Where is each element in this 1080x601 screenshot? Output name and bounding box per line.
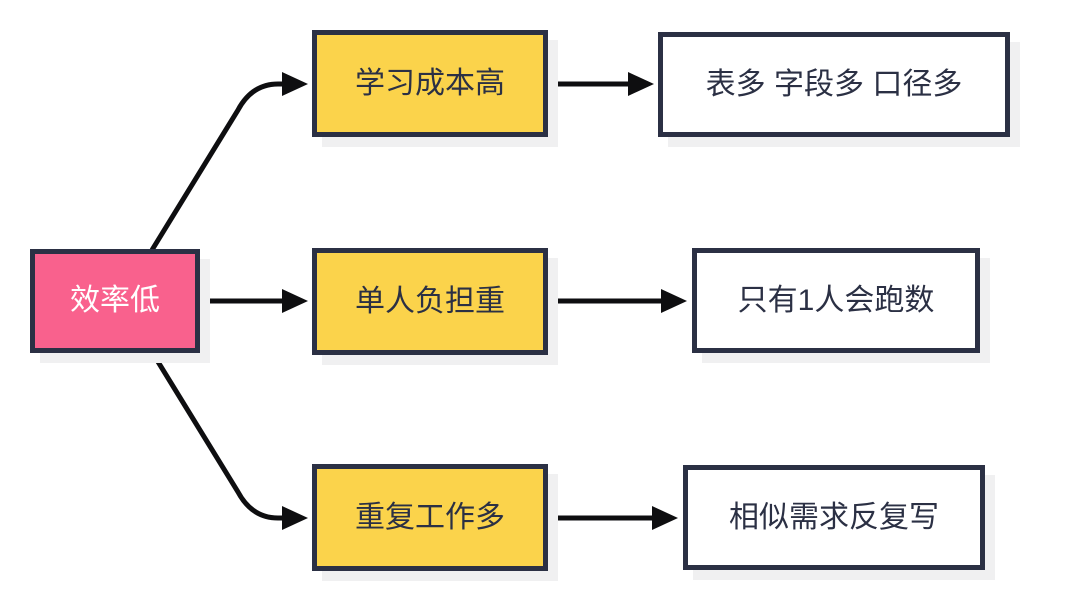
detail-node-label: 只有1人会跑数 <box>737 283 935 317</box>
arrow-cause-1-to-detail-1 <box>548 72 654 96</box>
arrow-root-to-cause-2 <box>200 289 308 313</box>
cause-node-repetitive-work: 重复工作多 <box>312 464 548 571</box>
arrow-root-to-cause-1 <box>149 72 308 252</box>
detail-node-label: 表多 字段多 口径多 <box>705 67 963 101</box>
cause-node-label: 单人负担重 <box>355 284 505 318</box>
arrow-root-to-cause-3 <box>149 350 308 530</box>
root-node-efficiency: 效率低 <box>30 249 200 353</box>
cause-node-label: 重复工作多 <box>355 500 505 534</box>
cause-node-learning-cost: 学习成本高 <box>312 30 548 137</box>
detail-node-only-one-person: 只有1人会跑数 <box>692 248 980 353</box>
detail-node-many-tables-fields: 表多 字段多 口径多 <box>658 32 1010 137</box>
cause-node-single-person-burden: 单人负担重 <box>312 248 548 355</box>
arrow-cause-3-to-detail-3 <box>548 506 678 530</box>
detail-node-label: 相似需求反复写 <box>729 500 939 534</box>
detail-node-similar-requests-rewritten: 相似需求反复写 <box>683 465 985 570</box>
cause-node-label: 学习成本高 <box>355 66 505 100</box>
root-node-label: 效率低 <box>70 284 160 317</box>
arrow-cause-2-to-detail-2 <box>548 289 687 313</box>
